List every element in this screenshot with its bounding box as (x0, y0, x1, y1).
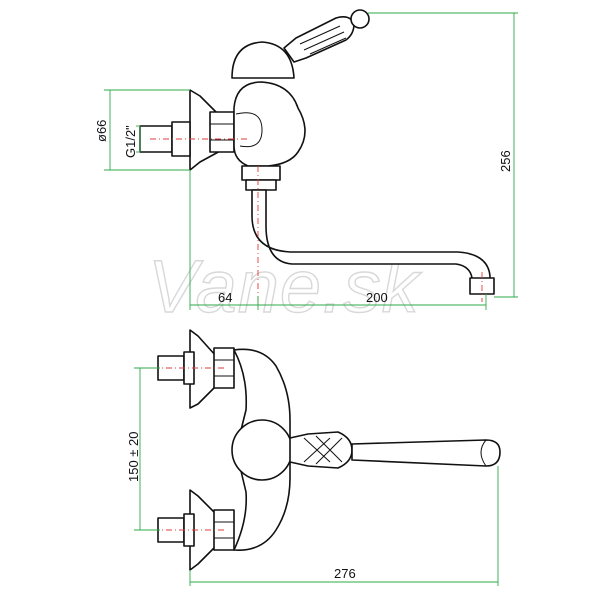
top-lever-handle (289, 431, 353, 469)
dim-diameter-label: ø66 (94, 120, 109, 142)
top-spout (351, 439, 501, 467)
dim-offset-label: 64 (218, 290, 232, 305)
dim-spacing-label: 150 ± 20 (126, 431, 141, 482)
side-swivel-nut (241, 165, 281, 181)
side-hex-connector (209, 111, 235, 153)
side-top-cap (231, 41, 295, 79)
top-view: 150 ± 20 276 (126, 329, 501, 586)
top-cap (231, 419, 293, 481)
side-valve-body (233, 81, 306, 167)
dim-length-label: 276 (334, 566, 356, 581)
dim-reach-label: 200 (366, 290, 388, 305)
dim-thread-label: G1/2" (123, 125, 138, 158)
side-view: ø66 G1/2" 256 64 200 (94, 9, 518, 310)
side-handle-knob (350, 9, 370, 29)
dim-height-label: 256 (498, 150, 513, 172)
